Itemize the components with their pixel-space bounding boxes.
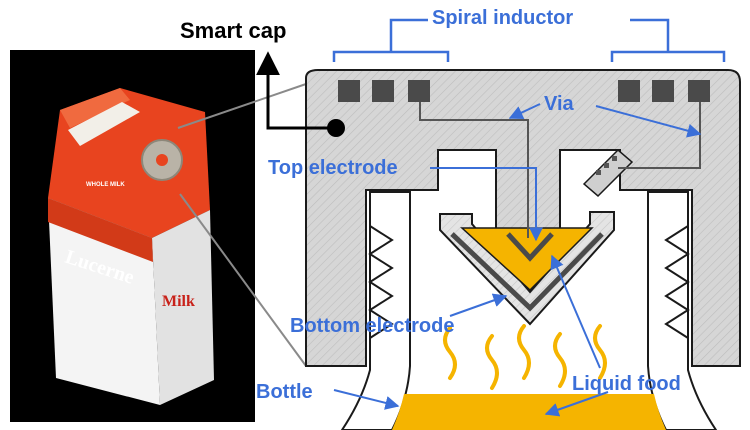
- liquid-in-bottle: [392, 394, 666, 430]
- bottle-neck-left: [340, 191, 411, 430]
- inductor-pads: [338, 80, 710, 102]
- carton-badge: WHOLE MILK: [86, 182, 125, 188]
- zoom-line-top: [177, 83, 307, 129]
- label-smart-cap: Smart cap: [180, 18, 286, 43]
- cap-cross-section: [305, 69, 741, 430]
- vapor-squiggles: [443, 324, 607, 390]
- inductor-bracket-left: [332, 40, 450, 62]
- label-top-electrode: Top electrode: [268, 157, 398, 179]
- cap-body-dot: [327, 119, 345, 137]
- label-bottle: Bottle: [256, 381, 313, 403]
- top-electrode-shape: [506, 232, 554, 262]
- bottom-electrode-shape: [450, 232, 604, 312]
- label-spiral-inductor: Spiral inductor: [432, 7, 573, 29]
- bottle-neck-right: [647, 191, 718, 430]
- carton-product: Milk: [162, 293, 195, 310]
- zoom-line-bottom: [179, 193, 307, 367]
- label-liquid-food: Liquid food: [572, 373, 681, 395]
- carton-photo: Lucerne Milk WHOLE MILK: [10, 50, 255, 422]
- inductor-bracket-right: [610, 40, 726, 62]
- smart-cap-arrow: [256, 51, 330, 130]
- label-via: Via: [544, 93, 575, 115]
- label-bottom-electrode: Bottom electrode: [290, 315, 454, 337]
